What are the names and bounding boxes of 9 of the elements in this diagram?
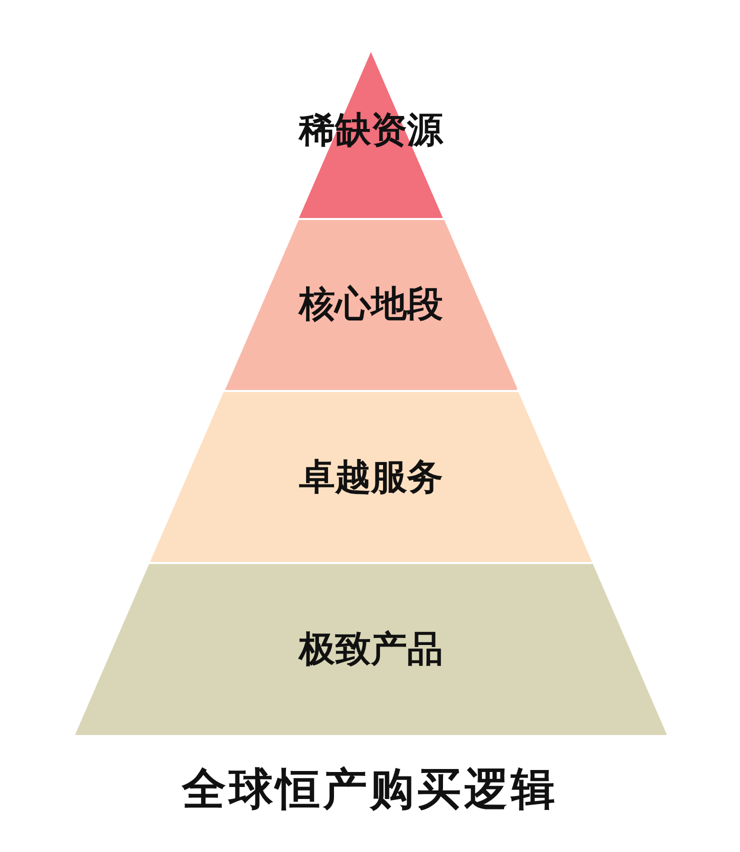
pyramid-tier [75,564,667,735]
tier-label: 稀缺资源 [298,111,443,151]
pyramid-apex [299,52,443,218]
tier-label: 卓越服务 [298,458,443,498]
tier-label: 极致产品 [299,630,443,670]
tier-label: 核心地段 [298,285,443,325]
pyramid-tier [224,220,518,390]
pyramid-tier [150,392,592,562]
caption: 全球恒产购买逻辑 [182,766,558,814]
